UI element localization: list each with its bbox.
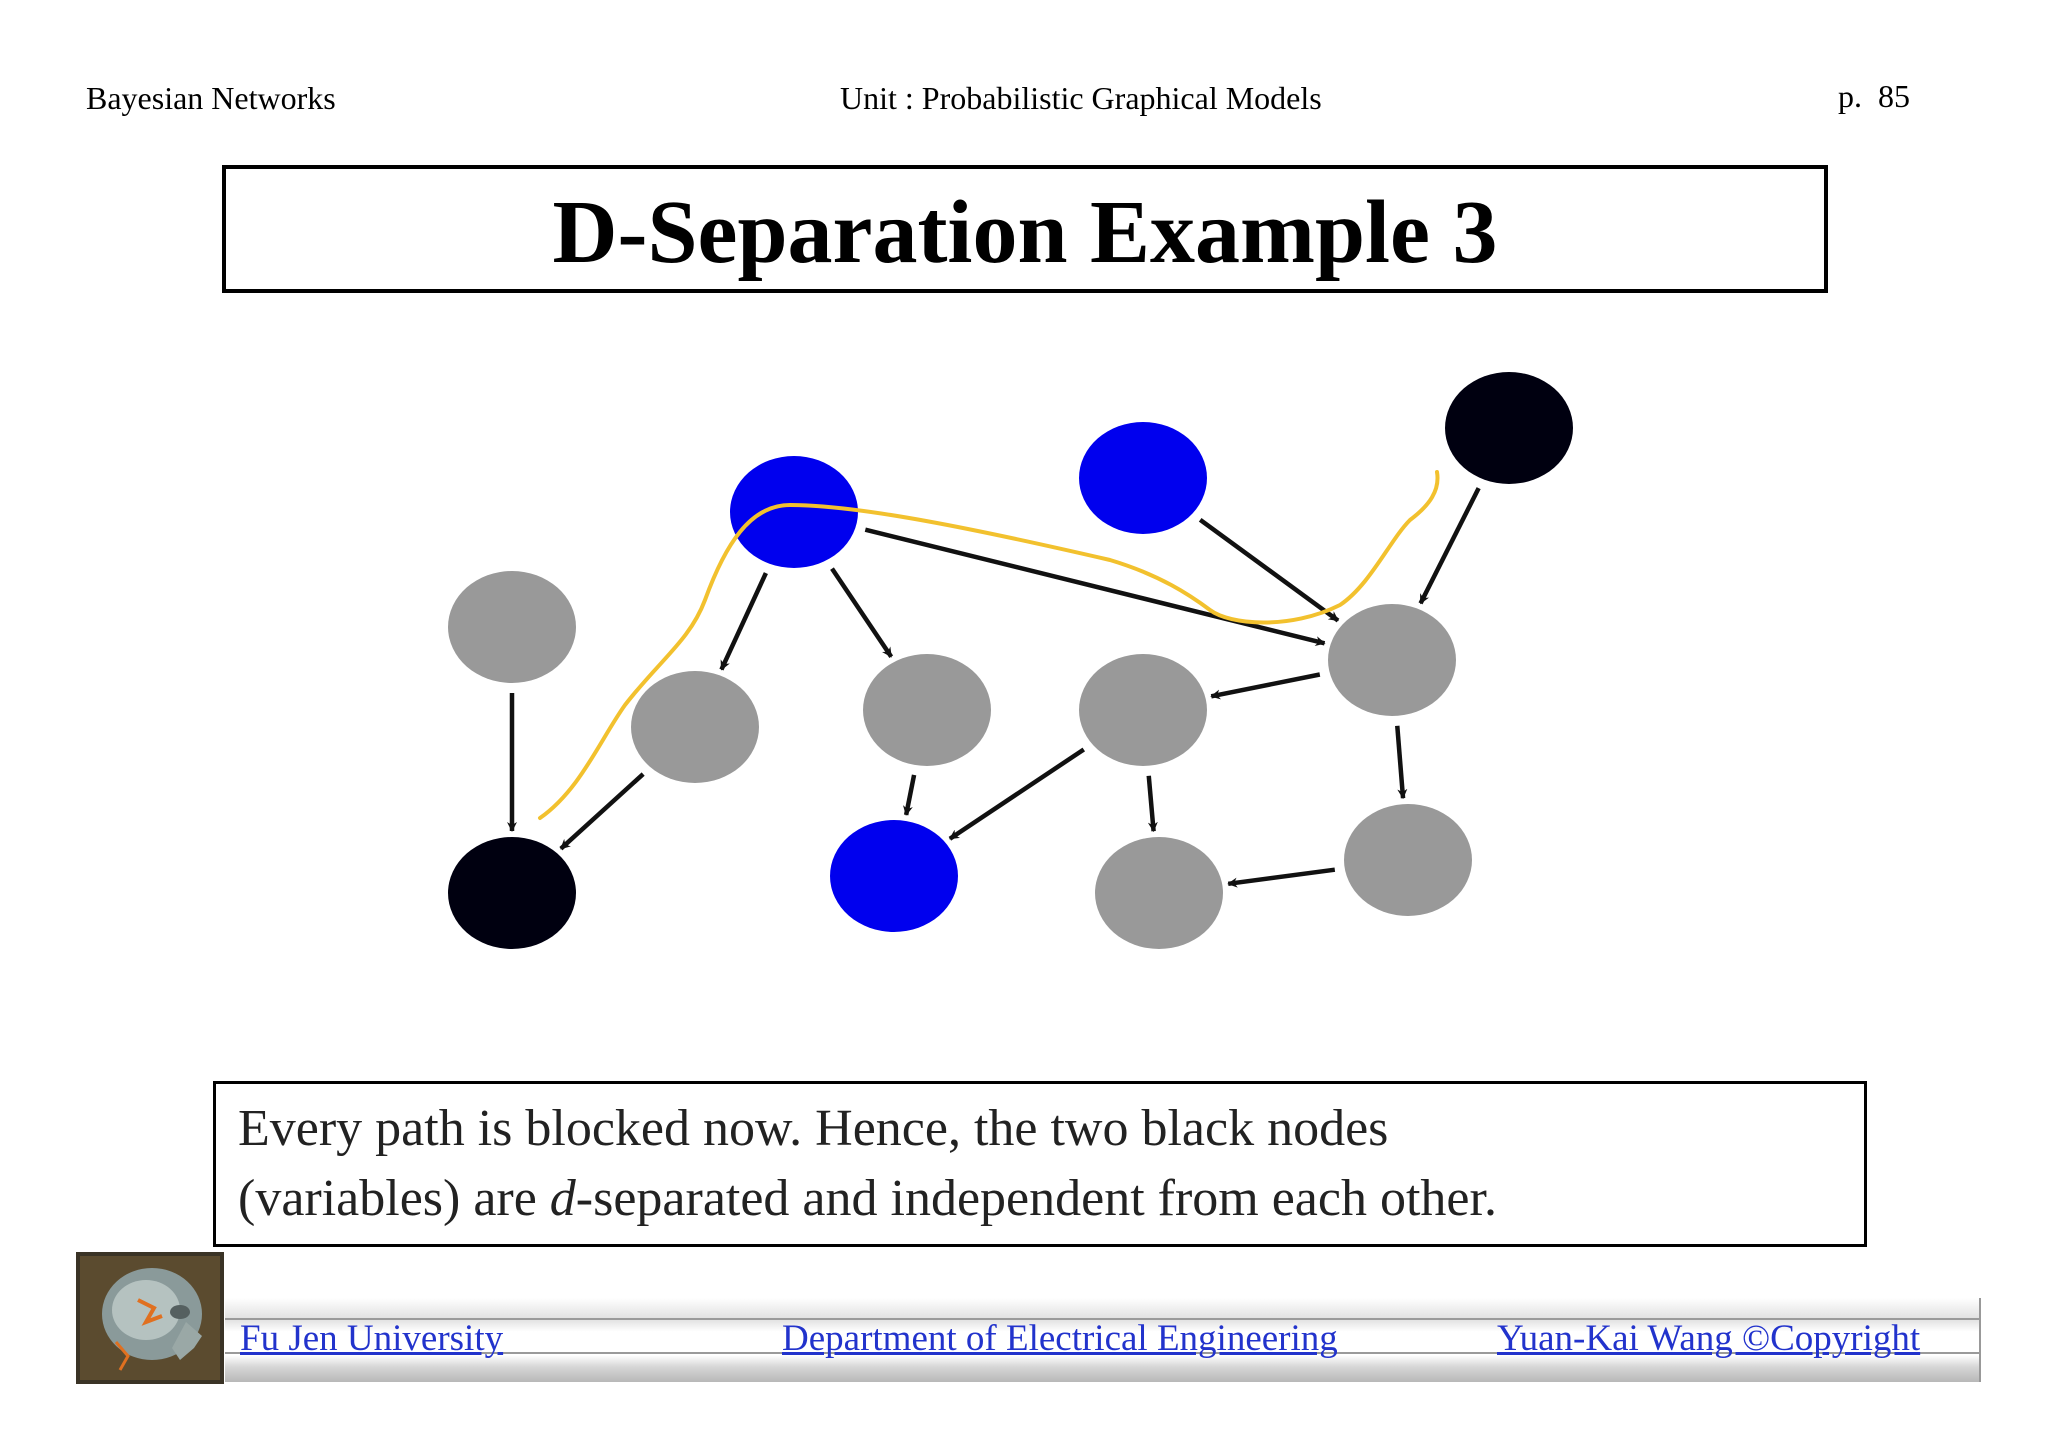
edge-n_top_blue-to-n_mid_gray_b: [830, 567, 894, 658]
edge-n_bottom_gray_right-to-n_bottom_gray_c: [1227, 867, 1336, 888]
node-n_bottom_gray_right: [1344, 804, 1472, 916]
edge-n_top_blue-to-n_right_gray_hub: [864, 527, 1326, 647]
title-box: D-Separation Example 3: [222, 165, 1828, 293]
node-n_top_blue: [730, 456, 858, 568]
node-n_top_mid_blue: [1079, 422, 1207, 534]
node-n_mid_gray_b: [863, 654, 991, 766]
header-page: p. 85: [1838, 78, 1910, 115]
node-n_mid_gray_a: [631, 671, 759, 783]
caption-line-1: Every path is blocked now. Hence, the tw…: [238, 1100, 1389, 1157]
node-n_bottom_gray_c: [1095, 837, 1223, 949]
node-n_right_gray_hub: [1328, 604, 1456, 716]
caption-line-2-pre: (variables) are: [238, 1170, 550, 1227]
edge-n_top_black-to-n_right_gray_hub: [1418, 487, 1481, 605]
page-number: 85: [1878, 78, 1910, 114]
footer-university-link[interactable]: Fu Jen University: [240, 1318, 504, 1359]
edge-n_mid_gray_c-to-n_bottom_gray_c: [1146, 775, 1158, 833]
footer-copyright-link[interactable]: Yuan-Kai Wang ©Copyright: [1497, 1318, 1921, 1359]
node-n_bottom_blue: [830, 820, 958, 932]
edge-n_top_mid_blue-to-n_right_gray_hub: [1198, 517, 1340, 623]
caption-line-2-post: -separated and independent from each oth…: [575, 1170, 1497, 1227]
node-n_bottom_black: [448, 837, 576, 949]
edge-n_mid_gray_c-to-n_bottom_blue: [948, 747, 1086, 841]
caption-line-2: (variables) are d-separated and independ…: [238, 1164, 1844, 1234]
header-unit: Unit : Probabilistic Graphical Models: [840, 80, 1322, 116]
skull-xray-icon: [76, 1252, 224, 1384]
edge-n_top_blue-to-n_mid_gray_a: [719, 572, 768, 671]
footer-rule-top: [225, 1318, 1979, 1320]
slide-title: D-Separation Example 3: [552, 183, 1498, 282]
header-course: Bayesian Networks: [86, 80, 336, 116]
caption-line-2-italic: d: [549, 1170, 576, 1227]
edge-n_mid_gray_b-to-n_bottom_blue: [902, 774, 917, 816]
edge-n_right_gray_hub-to-n_mid_gray_c: [1210, 672, 1321, 700]
caption-box: Every path is blocked now. Hence, the tw…: [213, 1081, 1867, 1247]
footer-department-link[interactable]: Department of Electrical Engineering: [782, 1318, 1338, 1359]
edge-n_mid_gray_a-to-n_bottom_black: [559, 772, 645, 851]
edge-n_right_gray_hub-to-n_bottom_gray_right: [1395, 725, 1408, 800]
page-prefix: p.: [1838, 78, 1862, 114]
footer-rule-bottom: [225, 1352, 1979, 1354]
highlighted-path: [538, 470, 1440, 820]
node-n_left_gray: [448, 571, 576, 683]
footer-bar: [225, 1298, 1981, 1382]
node-n_top_black: [1445, 372, 1573, 484]
node-n_mid_gray_c: [1079, 654, 1207, 766]
